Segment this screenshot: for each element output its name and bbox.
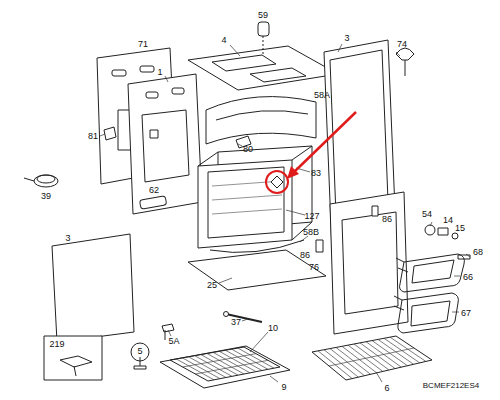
callout-number: 59 bbox=[258, 10, 268, 20]
cavity-front bbox=[198, 160, 292, 248]
callout-number: 58B bbox=[303, 227, 319, 237]
callout-number: 3 bbox=[344, 33, 349, 43]
callout-number: 6 bbox=[384, 383, 389, 393]
callout-number: 71 bbox=[138, 39, 148, 49]
callout-number: 39 bbox=[41, 191, 51, 201]
insulation-58b bbox=[210, 240, 304, 252]
panel-recess bbox=[142, 110, 189, 182]
sensor-127 bbox=[271, 176, 283, 188]
highlight-arrow bbox=[292, 112, 356, 174]
callout-number: 80 bbox=[243, 144, 253, 154]
lens-15 bbox=[452, 233, 458, 239]
insulation-58a bbox=[206, 97, 316, 144]
side-panel bbox=[52, 234, 134, 342]
rack-bar bbox=[195, 360, 268, 374]
bracket-81 bbox=[104, 127, 116, 140]
callout-number: 86 bbox=[300, 250, 310, 260]
panel-slot bbox=[112, 70, 126, 76]
callout-number: 10 bbox=[268, 323, 278, 333]
bushing-59 bbox=[258, 22, 269, 36]
oven-rack bbox=[312, 336, 432, 380]
callout-number: 14 bbox=[443, 215, 453, 225]
lamp-14 bbox=[438, 228, 448, 235]
callout-number: 219 bbox=[49, 339, 64, 349]
power-cord bbox=[34, 175, 58, 187]
drawing-code: BCMEF212ES4 bbox=[423, 381, 479, 391]
highlight-arrowhead bbox=[287, 166, 299, 179]
callout-number: 3 bbox=[65, 233, 70, 243]
callout-number: 37 bbox=[231, 317, 241, 327]
hinge bbox=[372, 206, 378, 216]
rack-guides bbox=[212, 181, 282, 214]
hinge-76 bbox=[316, 240, 323, 252]
callout-number: 54 bbox=[422, 209, 432, 219]
callout-number: 67 bbox=[461, 308, 471, 318]
knob-74 bbox=[396, 48, 414, 60]
bottom-panel bbox=[188, 250, 326, 290]
top-recess bbox=[212, 55, 276, 71]
callout-number: 86 bbox=[382, 214, 392, 224]
inner-panel bbox=[128, 74, 202, 214]
callout-number: 74 bbox=[397, 39, 407, 49]
leveler-5a bbox=[162, 324, 174, 332]
top-recess bbox=[250, 68, 306, 82]
callout-number: 4 bbox=[221, 35, 226, 45]
callout-number: 9 bbox=[281, 382, 286, 392]
element-66 bbox=[400, 254, 465, 292]
callout-number: 25 bbox=[207, 280, 217, 290]
callout-number: 81 bbox=[88, 131, 98, 141]
panel-slot bbox=[146, 92, 158, 98]
highlight-circle bbox=[266, 171, 288, 193]
oven-door bbox=[330, 192, 408, 334]
terminal-block bbox=[140, 196, 167, 209]
leader-lines bbox=[100, 44, 470, 382]
panel-hole bbox=[150, 130, 158, 138]
callout-number: 127 bbox=[304, 211, 319, 221]
callout-number: 15 bbox=[455, 223, 465, 233]
callout-number: 66 bbox=[463, 272, 473, 282]
panel-slot bbox=[140, 66, 154, 72]
broil-pan bbox=[160, 346, 290, 388]
callout-number: 5 bbox=[137, 346, 142, 356]
part-219 bbox=[60, 356, 92, 367]
callout-number: 1 bbox=[157, 67, 162, 77]
callout-number: 62 bbox=[149, 185, 159, 195]
element-67 bbox=[398, 293, 459, 333]
switch-54 bbox=[425, 225, 435, 235]
callout-number: 76 bbox=[309, 262, 319, 272]
detail-box bbox=[44, 336, 102, 380]
callout-number: 5A bbox=[168, 336, 179, 346]
callout-number: 83 bbox=[311, 168, 321, 178]
callout-number: 58A bbox=[314, 90, 330, 100]
panel-slot bbox=[172, 88, 184, 94]
rack-bar bbox=[329, 348, 414, 366]
callout-number: 68 bbox=[473, 247, 483, 257]
broil-grid bbox=[170, 347, 280, 381]
